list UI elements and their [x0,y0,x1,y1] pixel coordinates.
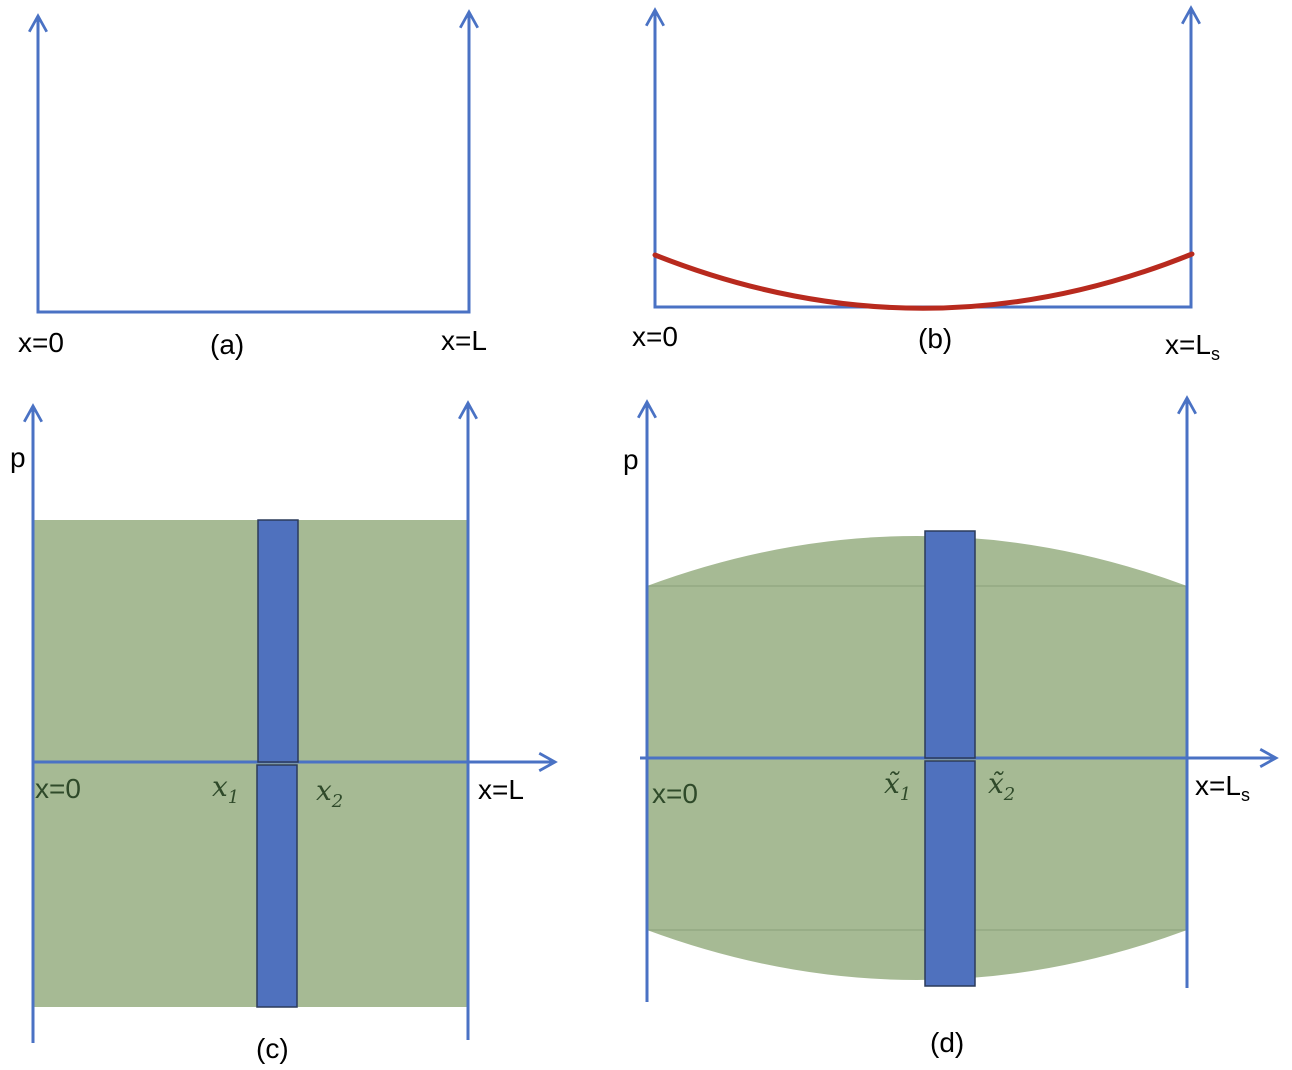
panel-d-left-label: x=0 [652,778,698,809]
panel-c-x1-label: x1 [212,770,239,808]
panel-b: x=0 x=Ls (b) [632,5,1220,364]
panel-b-left-label: x=0 [632,321,678,352]
panel-a-caption: (a) [210,329,244,360]
panel-d-strip-upper [924,530,976,759]
panel-b-caption: (b) [918,323,952,354]
panel-c-x2-label: x2 [316,774,343,812]
panel-b-potential-curve [652,251,1195,311]
panel-d-x1-label: x̃1 [884,767,911,805]
panel-c-p-label: p [10,442,26,473]
panel-d-strip-lower [924,760,976,987]
panel-a-right-label: x=L [441,325,487,356]
panel-c-strip-upper [257,519,299,763]
panel-a: x=0 x=L (a) [18,9,487,360]
panel-d-x2-label: x̃2 [988,767,1015,805]
panel-b-right-label: x=Ls [1165,329,1220,364]
panel-c-right-label: x=L [478,774,524,805]
panel-c: p x=0 x1 x2 x=L (c) [10,400,558,1064]
panel-c-caption: (c) [256,1033,289,1064]
panel-a-left-label: x=0 [18,327,64,358]
panel-c-strip-lower [256,764,298,1008]
panel-d-right-label: x=Ls [1195,770,1250,805]
panel-d-p-label: p [623,444,639,475]
panel-c-left-label: x=0 [35,773,81,804]
panel-d: p x=0 x̃1 x̃2 x=Ls (d) [623,395,1279,1058]
panel-d-caption: (d) [930,1027,964,1058]
